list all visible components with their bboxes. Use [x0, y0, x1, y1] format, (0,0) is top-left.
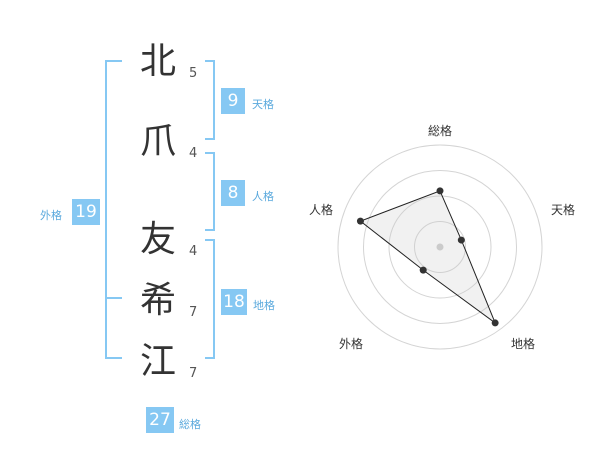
radar-point-2 [491, 319, 499, 327]
radar-ring-4 [337, 144, 543, 350]
name-char-4: 希 [139, 280, 176, 321]
gaikaku-label: 外格 [40, 209, 62, 222]
stroke-count-4: 7 [189, 305, 198, 320]
radar-center [436, 243, 444, 251]
soukaku-label: 総格 [179, 418, 201, 431]
name-char-3: 友 [139, 219, 176, 260]
radar-axis-label-2: 地格 [511, 337, 536, 351]
gaikaku-bracket [105, 60, 122, 359]
name-char-2: 爪 [139, 121, 176, 162]
radar-ring-1 [414, 221, 466, 273]
name-char-5: 江 [139, 341, 176, 382]
tenkaku-label: 天格 [252, 98, 274, 111]
stroke-count-2: 4 [189, 146, 198, 161]
jinkaku-bracket [205, 152, 215, 231]
stroke-count-1: 5 [189, 66, 198, 81]
chikaku-label: 地格 [253, 299, 275, 312]
radar-axis-label-1: 天格 [551, 203, 576, 217]
soukaku-value: 27 [146, 407, 174, 433]
radar-point-1 [457, 236, 465, 244]
radar-axis-label-0: 総格 [428, 124, 453, 138]
radar-axis-label-3: 外格 [339, 337, 364, 351]
stroke-count-3: 4 [189, 244, 198, 259]
chikaku-bracket [205, 239, 215, 359]
chikaku-value: 18 [221, 289, 247, 315]
jinkaku-value: 8 [221, 180, 245, 206]
radar-point-0 [436, 187, 444, 195]
radar-ring-2 [388, 195, 492, 299]
radar-point-3 [419, 266, 427, 274]
radar-ring-3 [363, 170, 517, 324]
jinkaku-label: 人格 [252, 190, 274, 203]
radar-polygon [359, 190, 497, 325]
radar-point-4 [356, 217, 364, 225]
tenkaku-bracket [205, 60, 215, 140]
stroke-count-5: 7 [189, 366, 198, 381]
name-char-1: 北 [139, 41, 176, 82]
tenkaku-value: 9 [221, 88, 245, 114]
gaikaku-value: 19 [72, 199, 100, 225]
radar-axis-label-4: 人格 [309, 203, 334, 217]
